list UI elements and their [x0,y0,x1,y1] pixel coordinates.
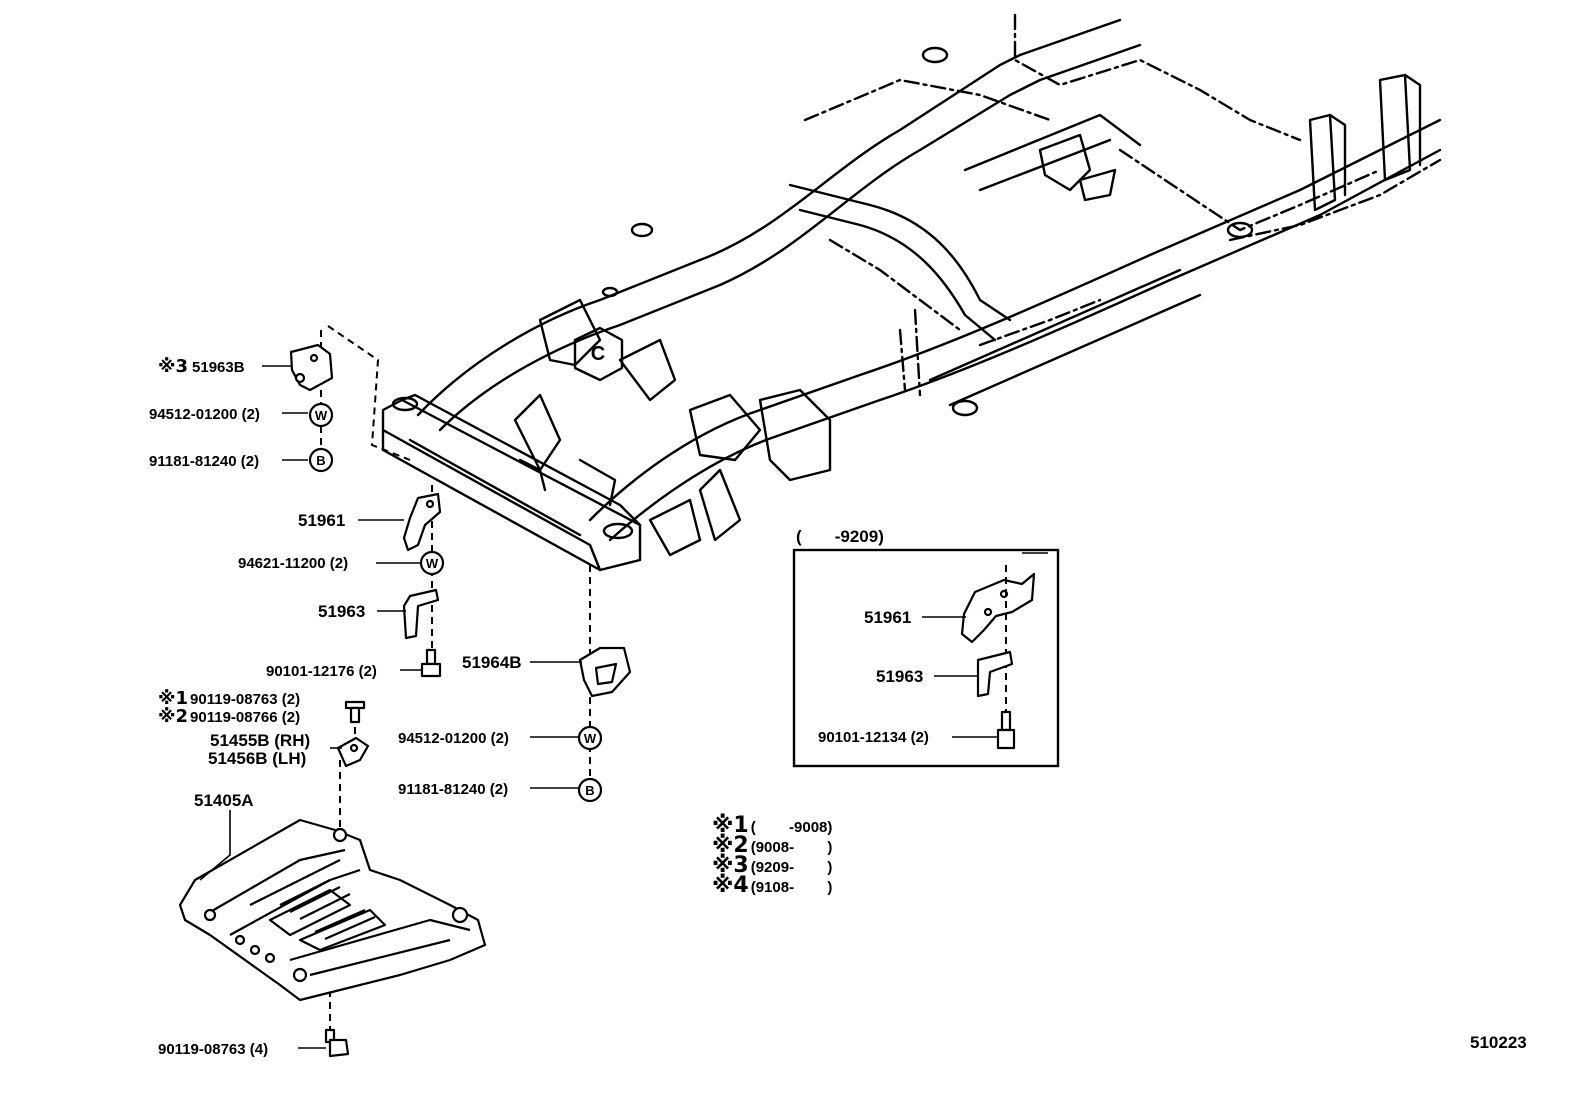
label-90101-12176: 90101-12176 (2) [266,663,377,680]
washer-icon: W [419,550,445,576]
inset-hook-51961 [960,572,1036,644]
washer-icon: W [577,725,603,751]
bracket-51963b [289,343,334,392]
label-91181-81240-top: 91181-81240 (2) [149,453,259,470]
svg-text:W: W [584,731,597,746]
bracket-51455b [336,736,370,768]
center-mark: C [591,343,605,365]
note-1: ※1( -9008) [712,813,832,838]
leader-lines [199,365,582,1049]
bolt-90101-12176 [420,648,442,678]
chassis-frame [381,13,1442,572]
label-51964b: 51964B [462,653,522,672]
label-51405a: 51405A [194,791,254,810]
label-51963: 51963 [318,602,365,621]
inset-label-90101-12134: 90101-12134 (2) [818,729,929,746]
bolt-90119-bottom [324,1028,350,1058]
skid-plate-51405a [178,818,487,1002]
inset-label-51963: 51963 [876,667,923,686]
label-94621-11200: 94621-11200 (2) [238,555,348,572]
diagram-id: 510223 [1470,1033,1527,1052]
svg-text:W: W [426,556,439,571]
label-51456b: 51456B (LH) [208,749,306,768]
svg-text:B: B [585,783,594,798]
svg-text:B: B [316,453,325,468]
label-94512-01200-top: 94512-01200 (2) [149,406,260,423]
inset-bolt-90101-12134 [996,710,1016,750]
bolt-icon: B [577,777,603,803]
inset-box [792,548,1060,768]
label-51455b: 51455B (RH) [210,731,310,750]
inset-clip-51963 [976,650,1014,698]
label-51961: 51961 [298,511,345,530]
notes-list: ※1( -9008) ※2(9008- ) ※3(9209- ) ※4(9108… [712,813,832,898]
note-4: ※4(9108- ) [712,873,832,898]
note-3: ※3(9209- ) [712,853,832,878]
inset-label-51961: 51961 [864,608,911,627]
inset-range-label: ( -9209) [796,527,884,546]
bolt-90119 [344,700,366,724]
hook-51961 [402,492,442,552]
washer-icon: W [308,402,334,428]
label-94512-01200-bottom: 94512-01200 (2) [398,730,509,747]
label-90119-08763-4: 90119-08763 (4) [158,1041,268,1058]
bracket-51964b [578,646,632,698]
note-2: ※2(9008- ) [712,833,832,858]
svg-text:W: W [315,408,328,423]
label-91181-81240-bottom: 91181-81240 (2) [398,781,508,798]
bolt-icon: B [308,447,334,473]
